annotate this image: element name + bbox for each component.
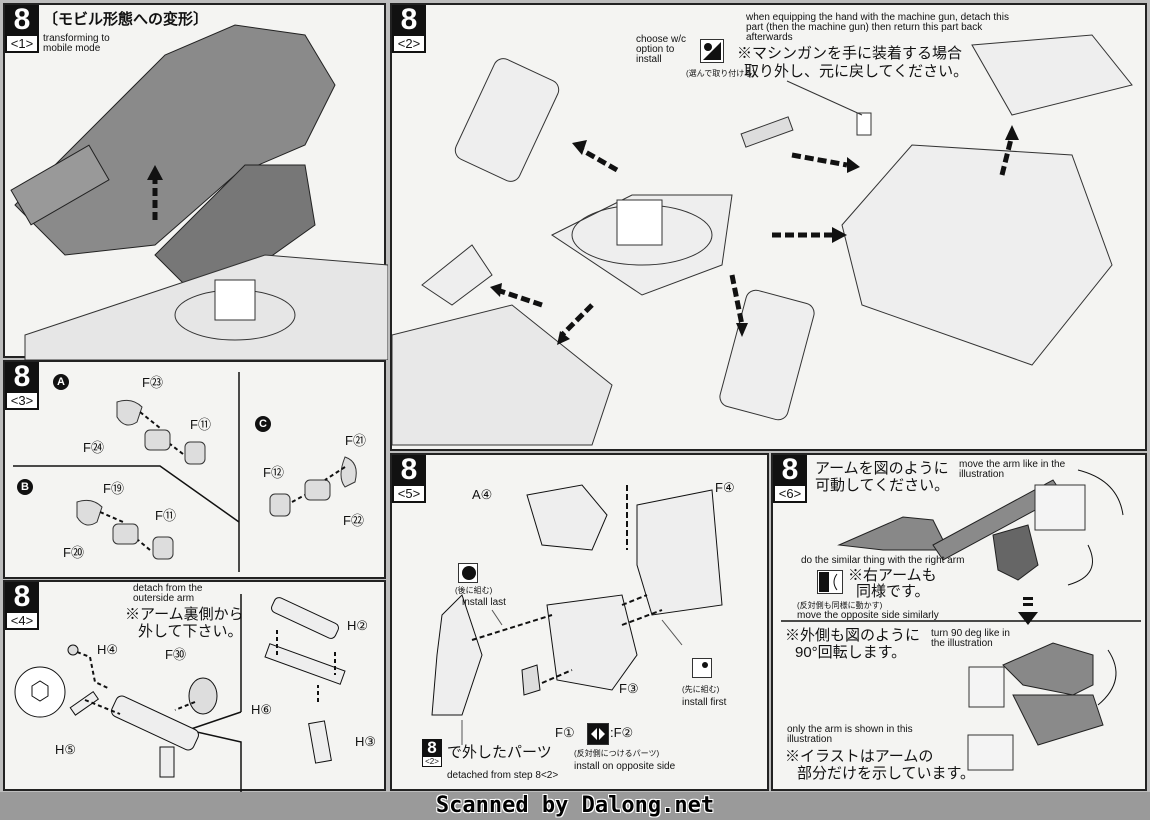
only-arm-jp-2: 部分だけを示しています。 <box>797 765 976 782</box>
step-badge: 8<2> <box>392 5 426 53</box>
part-label: F㉑ <box>345 433 366 448</box>
reference-note-en: detached from step 8<2> <box>447 770 559 781</box>
part-label: F㉚ <box>165 647 186 662</box>
move-arm-jp-2: 可動してください。 <box>815 477 950 494</box>
scan-credit: Scanned by Dalong.net <box>435 793 715 818</box>
opposite-side-en: move the opposite side similarly <box>797 610 939 621</box>
option-dividers <box>13 372 357 572</box>
install-first-icon <box>692 658 712 678</box>
step-sub: <2> <box>393 35 425 52</box>
part-label: H② <box>347 618 369 633</box>
step-8-3-panel: 8<3> A F㉓ F⑪ F㉔ B F⑲ F⑪ F⑳ C F㉑ F⑫ F㉒ <box>3 360 386 579</box>
install-last-icon <box>458 563 478 583</box>
title-jp: 〔モビル形態への変形〕 <box>43 11 209 28</box>
step-number: 8 <box>13 580 31 613</box>
reference-note-jp: で外したパーツ <box>447 744 552 761</box>
part-label: F⑪ <box>190 417 211 432</box>
option-b-marker: B <box>17 479 33 495</box>
part-label: H⑥ <box>251 702 273 717</box>
step-sub: <5> <box>393 485 425 502</box>
move-arm-jp-1: アームを図のように <box>815 460 949 477</box>
step-8-2-panel: 8<2> choose w/c option to install (選んで取り… <box>390 3 1147 451</box>
right-arm-jp-1: ※右アームも <box>848 567 937 584</box>
choose-option-jp: (選んで取り付ける) <box>686 69 755 78</box>
title-en: transforming to mobile mode <box>43 33 110 54</box>
move-arm-en: move the arm like in the illustration <box>959 459 1066 480</box>
opposite-side-icon <box>587 723 609 745</box>
opposite-side-jp: (反対側につけるパーツ) <box>574 749 660 758</box>
opposite-side-en: install on opposite side <box>574 761 676 772</box>
ref-step-number: 8 <box>427 738 437 757</box>
mobile-mode-illustration <box>10 24 388 360</box>
only-arm-jp-1: ※イラストはアームの <box>785 748 934 765</box>
turret-disassembly-illustration <box>392 34 1133 446</box>
scan-credit-banner: Scanned by Dalong.net <box>0 792 1150 820</box>
step-sub: <4> <box>6 612 38 629</box>
step-8-1-panel: 8<1> 〔モビル形態への変形〕 transforming to mobile … <box>3 3 388 360</box>
opposite-side-jp: (反対側も同様に動かす) <box>797 601 883 610</box>
part-label: F⑪ <box>155 508 176 523</box>
ref-step-sub: <2> <box>422 756 442 767</box>
step-number: 8 <box>400 453 418 486</box>
turn-jp-1: ※外側も図のように <box>785 627 921 644</box>
part-label: H④ <box>97 642 119 657</box>
step-badge: 8<3> <box>5 362 39 410</box>
step-badge: 8<5> <box>392 455 426 503</box>
install-first-jp: (先に組む) <box>682 685 720 694</box>
step-number: 8 <box>13 3 31 36</box>
detach-note-jp-1: ※アーム裏側から <box>125 606 244 623</box>
part-label: A④ <box>472 487 493 502</box>
only-arm-en: only the arm is shown in this illustrati… <box>787 724 913 745</box>
arm-movement-illustration <box>781 469 1141 771</box>
option-c-marker: C <box>255 416 271 432</box>
part-label: F㉒ <box>343 513 364 528</box>
choose-option-en: choose w/c option to install <box>636 34 687 65</box>
step-badge: 8<1> <box>5 5 39 53</box>
machine-gun-note-jp-1: ※マシンガンを手に装着する場合 <box>737 45 963 62</box>
install-last-en: install last <box>462 597 506 608</box>
part-label: F㉓ <box>142 375 163 390</box>
step-badge: 8<6> <box>773 455 807 503</box>
part-label: F③ <box>619 681 639 696</box>
install-first-en: install first <box>682 697 727 708</box>
opposite-side-icon <box>817 570 843 594</box>
right-arm-jp-2: 同様です。 <box>856 583 930 600</box>
part-label: F⑲ <box>103 481 124 496</box>
detach-note-en: detach from the outerside arm <box>133 583 203 604</box>
part-label: F㉔ <box>83 440 104 455</box>
machine-gun-note-en: when equipping the hand with the machine… <box>746 12 1009 43</box>
machine-gun-illustration <box>14 594 346 793</box>
step-8-6-panel: 8<6> アームを図のように 可動してください。 move the arm li… <box>771 453 1147 791</box>
option-a-marker: A <box>53 374 69 390</box>
step-8-5-panel: 8<5> A④ F④ F③ (後に組む) install last (先に組む)… <box>390 453 769 791</box>
part-label: F⑫ <box>263 465 284 480</box>
step-number: 8 <box>781 453 799 486</box>
part-label: H③ <box>355 734 377 749</box>
step-sub: <6> <box>774 485 806 502</box>
detach-note-jp-2: 外して下さい。 <box>138 623 243 640</box>
arm-assembly-illustration <box>431 484 723 745</box>
step-number: 8 <box>400 3 418 36</box>
reference-step-badge: 8 <2> <box>422 739 442 767</box>
machine-gun-note-jp-2: 取り外し、元に戻してください。 <box>744 63 969 80</box>
turn-jp-2: 90°回転します。 <box>795 644 907 661</box>
step-sub: <3> <box>6 392 38 409</box>
part-label: F① <box>555 725 575 740</box>
choose-option-icon <box>700 39 724 63</box>
part-label: :F② <box>610 725 634 740</box>
step-badge: 8<4> <box>5 582 39 630</box>
step-sub: <1> <box>6 35 38 52</box>
part-label: F④ <box>715 480 735 495</box>
right-arm-en: do the similar thing with the right arm <box>801 555 965 566</box>
step-8-4-panel: 8<4> detach from the outerside arm ※アーム裏… <box>3 580 386 793</box>
step-number: 8 <box>13 360 31 393</box>
part-label: F⑳ <box>63 545 84 560</box>
turn-en: turn 90 deg like in the illustration <box>931 628 1010 649</box>
install-last-jp: (後に組む) <box>455 586 493 595</box>
part-label: H⑤ <box>55 742 77 757</box>
